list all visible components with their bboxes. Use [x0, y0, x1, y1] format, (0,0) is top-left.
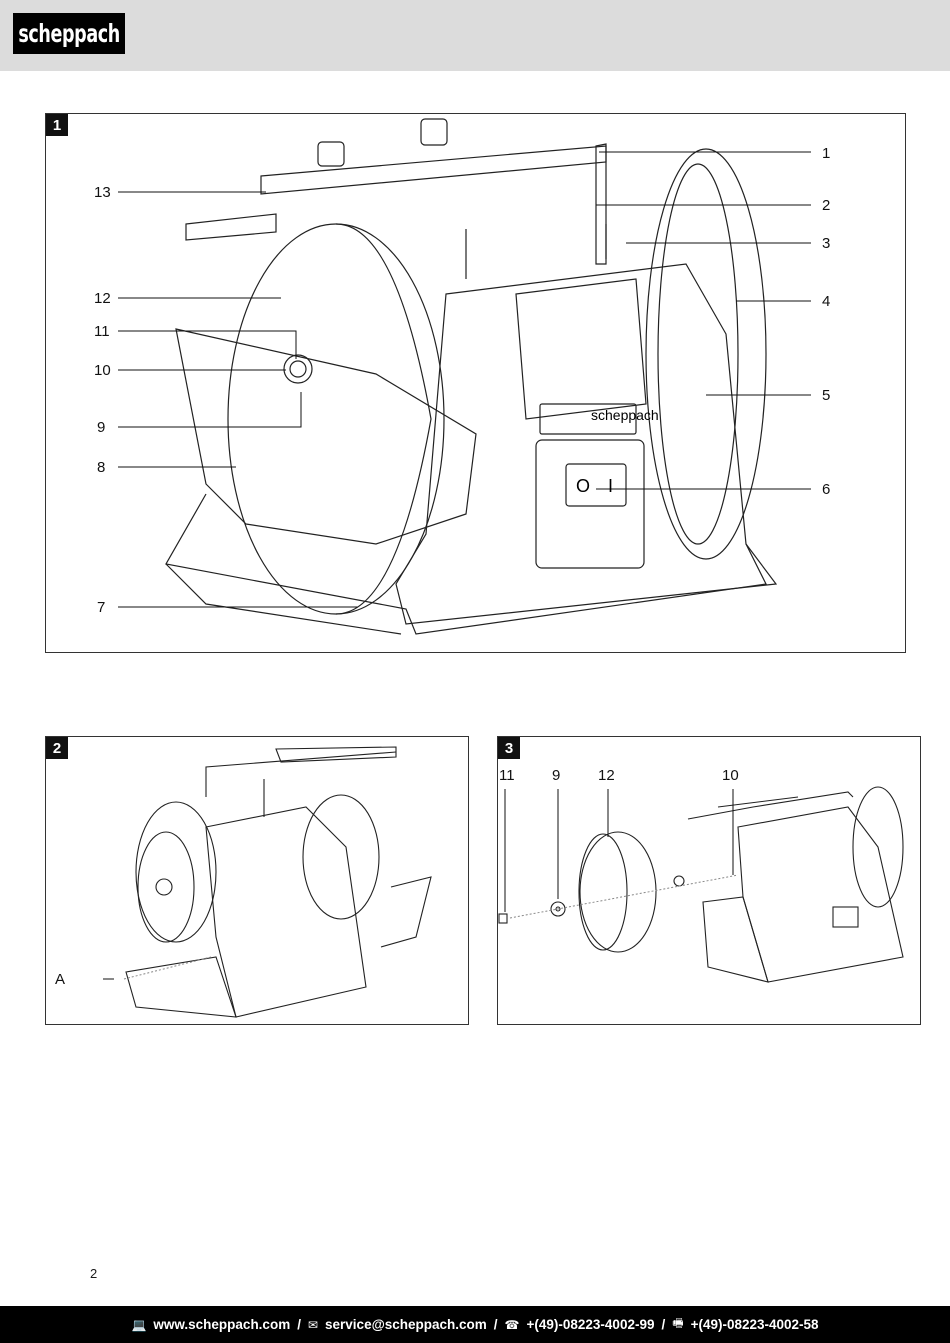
- computer-icon: 💻: [131, 1317, 147, 1332]
- figure-1: scheppach O I 1 1 2 3 4 5 6 13 12 11 10 …: [45, 113, 906, 653]
- nut-11: [498, 913, 508, 924]
- callout-4: 4: [822, 293, 831, 310]
- figure-number: 2: [46, 737, 68, 759]
- callout-3: 3: [822, 235, 831, 252]
- on-off-switch: [565, 463, 627, 507]
- housing: [395, 263, 778, 625]
- separator: /: [493, 1317, 498, 1332]
- callout-5: 5: [822, 387, 831, 404]
- switch-off-label: O: [576, 476, 590, 496]
- separator: /: [661, 1317, 666, 1332]
- phone-icon: ☎: [504, 1317, 520, 1332]
- callout-10: 10: [722, 767, 739, 784]
- callout-a: A: [55, 971, 66, 988]
- separator: /: [297, 1317, 301, 1332]
- callout-9: 9: [552, 767, 561, 784]
- brand-logo-text: scheppach: [18, 19, 120, 48]
- figure-2: 2 A: [45, 736, 469, 1025]
- wheel-12: [579, 831, 657, 953]
- switch-on-label: I: [608, 476, 613, 496]
- callout-12: 12: [94, 290, 111, 307]
- callout-8: 8: [97, 459, 106, 476]
- header-band: scheppach: [0, 0, 950, 71]
- switch-plate: [535, 439, 645, 569]
- figure-number: 3: [498, 737, 520, 759]
- figure-3-drawing: [498, 786, 904, 983]
- flange-9: [550, 901, 566, 917]
- mail-icon: ✉: [307, 1317, 319, 1332]
- plate-logo-text: scheppach: [591, 407, 659, 423]
- website-link[interactable]: www.scheppach.com: [153, 1317, 291, 1332]
- email-link[interactable]: service@scheppach.com: [325, 1317, 487, 1332]
- fax-number: +(49)-08223-4002-58: [690, 1317, 819, 1332]
- fax-icon: 🖷: [672, 1316, 684, 1330]
- callout-10: 10: [94, 362, 111, 379]
- grinding-wheel: [227, 223, 445, 615]
- callout-11: 11: [94, 323, 110, 340]
- callout-11: 11: [499, 767, 515, 784]
- water-trough: [175, 328, 477, 545]
- base: [125, 956, 237, 1018]
- brand-logo: scheppach: [13, 13, 125, 54]
- callout-7: 7: [97, 599, 106, 616]
- figure-number: 1: [46, 114, 68, 136]
- figure-1-drawing: scheppach O I: [118, 118, 811, 635]
- footer-bar: 💻 www.scheppach.com / ✉ service@scheppac…: [0, 1306, 950, 1343]
- support-rod: [185, 213, 277, 241]
- logo-plate: [539, 403, 637, 435]
- callout-13: 13: [94, 184, 111, 201]
- callout-12: 12: [598, 767, 615, 784]
- universal-support: [260, 145, 607, 195]
- wheel-nut: [283, 354, 313, 384]
- front-wheel: [135, 801, 217, 943]
- housing: [205, 806, 367, 1018]
- phone-number: +(49)-08223-4002-99: [526, 1317, 655, 1332]
- housing: [737, 806, 904, 983]
- callout-1: 1: [822, 145, 831, 162]
- callout-6: 6: [822, 481, 831, 498]
- base: [702, 896, 769, 983]
- figure-3: 3 11 9 12 10: [497, 736, 921, 1025]
- page-number: 2: [90, 1266, 98, 1281]
- callout-2: 2: [822, 197, 831, 214]
- rear-wheel: [645, 148, 767, 560]
- callout-9: 9: [97, 419, 106, 436]
- figure-2-drawing: [103, 746, 432, 1018]
